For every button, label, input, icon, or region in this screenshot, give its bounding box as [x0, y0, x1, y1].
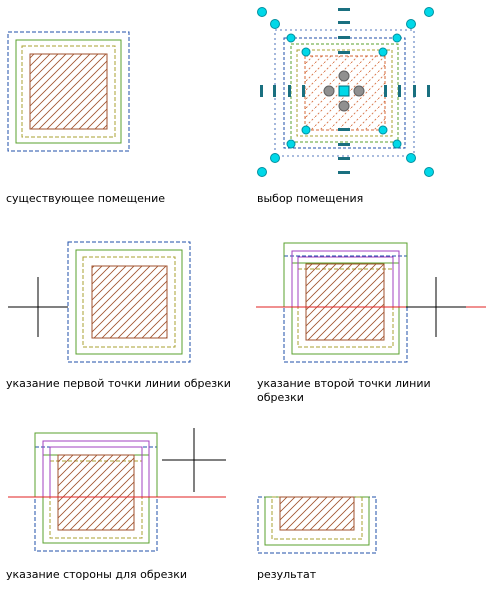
outer-boundary [283, 255, 408, 363]
caption-trim-side: указание стороны для обрезки [6, 568, 188, 581]
offset-boundary-green [15, 39, 122, 144]
outer-boundary [7, 31, 130, 152]
grip [286, 33, 296, 43]
grip [286, 139, 296, 149]
offset-boundary-purple [291, 250, 400, 307]
grip [257, 167, 267, 177]
caption-second-point-line1: указание второй точки линии [257, 377, 431, 390]
center-grip [338, 100, 350, 112]
grip [301, 47, 311, 57]
offset-boundary-green [291, 262, 400, 355]
caption-result: результат [257, 568, 317, 581]
offset-boundary-green [34, 432, 158, 497]
edge-grip [398, 85, 401, 97]
grip [406, 19, 416, 29]
grip [406, 153, 416, 163]
panel-result [257, 496, 377, 554]
room-hatch [305, 263, 385, 341]
grip [301, 125, 311, 135]
offset-boundary-green [283, 242, 408, 307]
grip [424, 7, 434, 17]
offset-boundary-purple [42, 440, 150, 497]
panel-second-point [256, 242, 486, 363]
edge-grip [384, 85, 387, 97]
caption-first-point: указание первой точки линии обрезки [6, 377, 231, 390]
caption-second-point: указание второй точки линии обрезки [257, 377, 431, 405]
outer-boundary [67, 241, 191, 363]
grip [257, 7, 267, 17]
edge-grip [413, 85, 416, 97]
outer-boundary [257, 496, 377, 554]
room-hatch [279, 496, 355, 531]
edge-grip [338, 171, 350, 174]
offset-boundary-purple [297, 256, 394, 307]
grip [392, 33, 402, 43]
caption-existing-room: существующее помещение [6, 192, 166, 205]
edge-grip [260, 85, 263, 97]
room-hatch [57, 454, 135, 531]
panel-existing-room [7, 31, 130, 152]
panel-room-selection [257, 7, 434, 177]
edge-grip [338, 157, 350, 160]
offset-boundary-olive [297, 268, 394, 348]
offset-boundary-olive [21, 45, 116, 138]
room-hatch [91, 265, 168, 339]
center-grip [338, 70, 350, 82]
panel-first-point [8, 241, 191, 363]
edge-grip [302, 85, 305, 97]
center-grip [353, 85, 365, 97]
room-hatch [29, 53, 108, 130]
grip [378, 125, 388, 135]
grip [424, 167, 434, 177]
location-grip [338, 85, 350, 97]
grip [270, 153, 280, 163]
edge-grip [338, 36, 350, 39]
edge-grip [338, 8, 350, 11]
grip [392, 139, 402, 149]
offset-boundary-olive [82, 256, 176, 348]
offset-boundary-olive [296, 49, 393, 137]
edge-grip [427, 85, 430, 97]
offset-boundary-green [75, 249, 183, 355]
edge-grip [273, 85, 276, 97]
edge-grip [338, 21, 350, 24]
edge-grip [338, 143, 350, 146]
edge-grip [338, 51, 350, 54]
offset-boundary-purple [49, 446, 143, 497]
caption-room-selection: выбор помещения [257, 192, 364, 205]
edge-grip [288, 85, 291, 97]
center-grip [323, 85, 335, 97]
grip [378, 47, 388, 57]
caption-second-point-line2: обрезки [257, 391, 304, 404]
edge-grip [338, 128, 350, 131]
grip [270, 19, 280, 29]
panel-trim-side [8, 428, 226, 552]
